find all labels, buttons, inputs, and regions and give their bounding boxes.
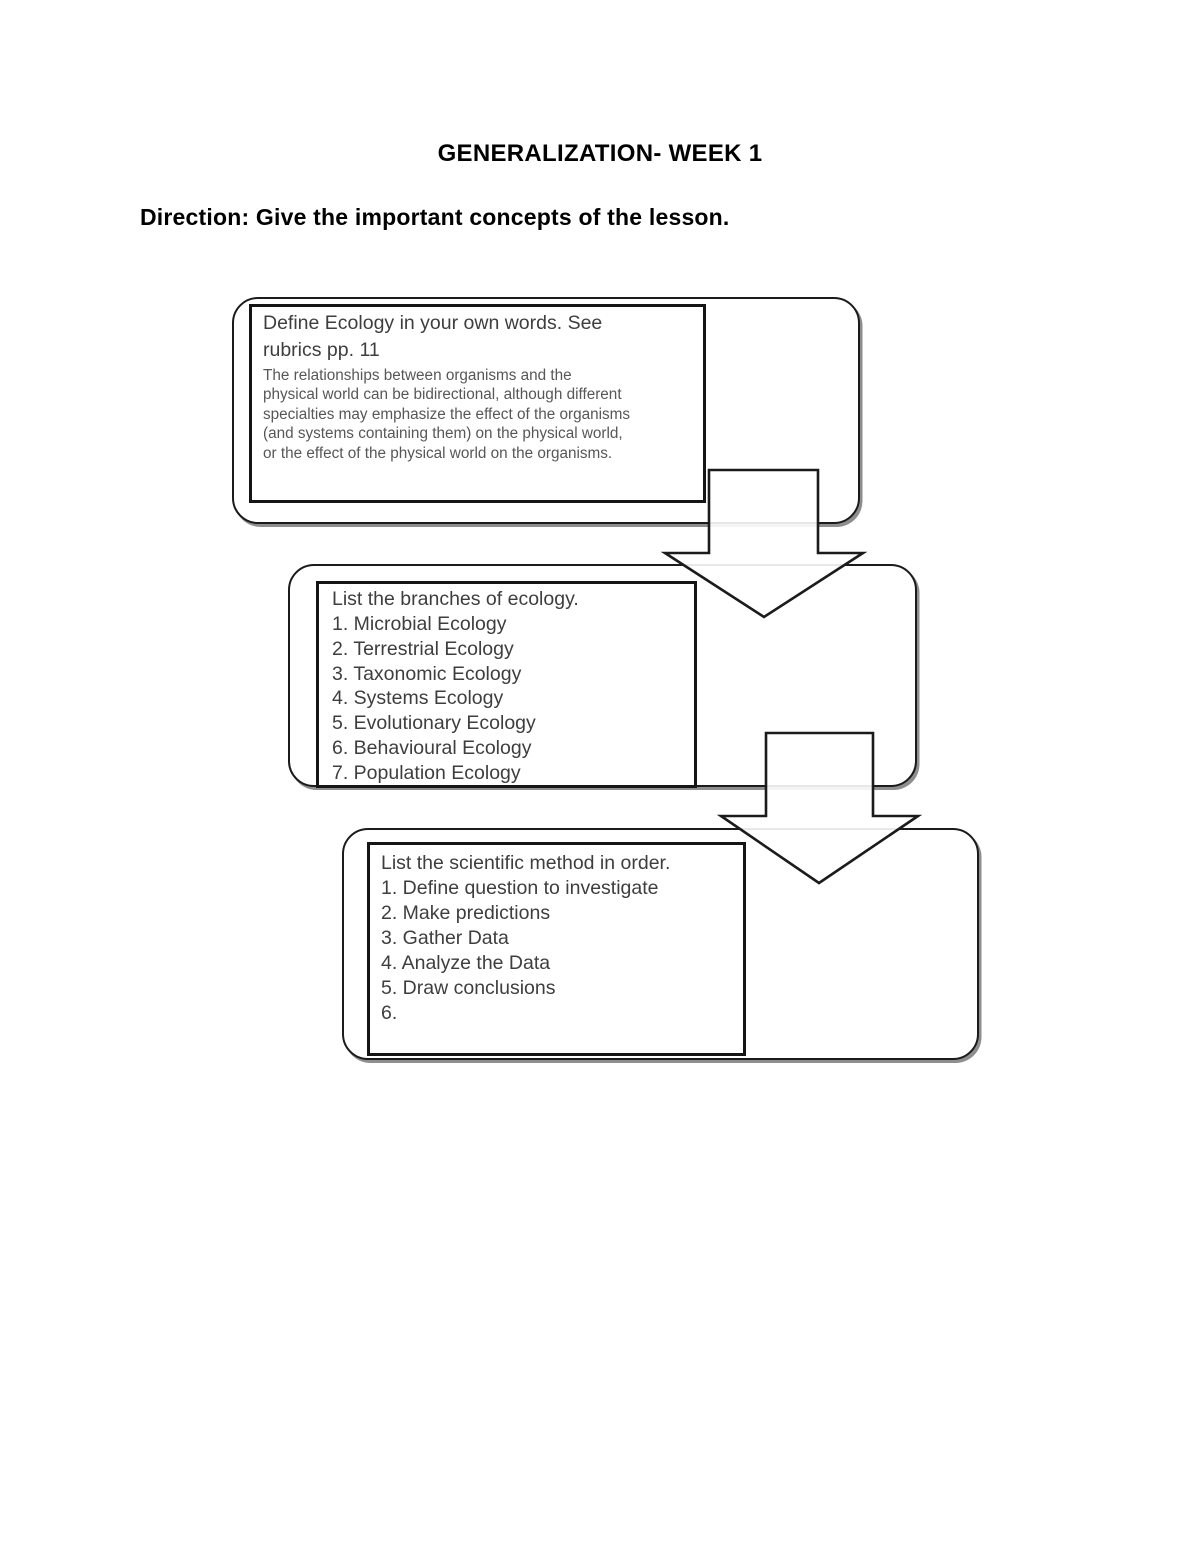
flow-step-2-text: List the branches of ecology. 1. Microbi… bbox=[332, 587, 694, 786]
flow-step-1-panel bbox=[249, 304, 706, 503]
flow-step-3-items: 1. Define question to investigate 2. Mak… bbox=[381, 877, 659, 1024]
flow-step-1-heading: Define Ecology in your own words. See ru… bbox=[263, 312, 603, 361]
direction-text: Direction: Give the important concepts o… bbox=[140, 204, 730, 230]
flow-step-2-items: 1. Microbial Ecology 2. Terrestrial Ecol… bbox=[332, 612, 536, 784]
flow-step-3-heading: List the scientific method in order. bbox=[381, 852, 671, 874]
page-title: GENERALIZATION- WEEK 1 bbox=[437, 140, 763, 167]
flow-step-1-text: Define Ecology in your own words. See ru… bbox=[263, 310, 701, 463]
flow-step-2-heading: List the branches of ecology. bbox=[332, 588, 579, 610]
flow-step-2-panel bbox=[316, 581, 697, 788]
flow-step-3-text: List the scientific method in order. 1. … bbox=[381, 851, 743, 1026]
flow-step-3-panel bbox=[367, 842, 746, 1056]
flow-step-1-body: The relationships between organisms and … bbox=[263, 367, 631, 462]
